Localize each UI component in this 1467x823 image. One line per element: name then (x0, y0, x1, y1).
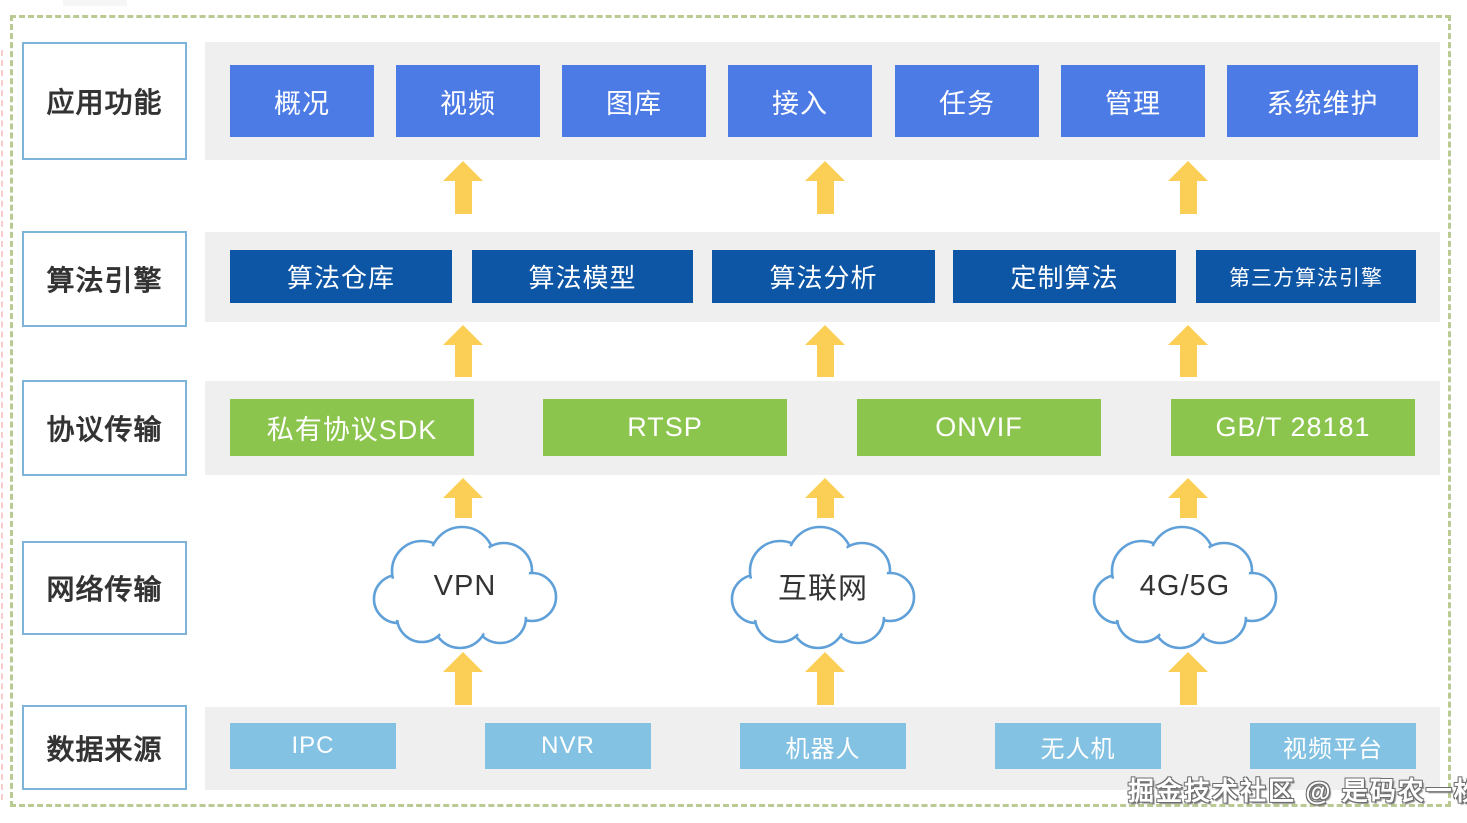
up-arrow-icon (805, 652, 845, 705)
up-arrow-icon (805, 161, 845, 214)
cloud-icon (1092, 525, 1278, 650)
row-label-application: 应用功能 (22, 42, 187, 160)
row-label-algorithm-engine: 算法引擎 (22, 231, 187, 327)
app-item-gallery: 图库 (562, 65, 706, 137)
row-label-data-source: 数据来源 (22, 705, 187, 790)
up-arrow-icon (443, 478, 483, 518)
source-item-drone: 无人机 (995, 723, 1161, 769)
protocol-item-onvif: ONVIF (857, 399, 1101, 456)
protocol-item-sdk: 私有协议SDK (230, 399, 474, 456)
engine-item-third-party: 第三方算法引擎 (1196, 250, 1416, 303)
engine-item-analysis: 算法分析 (712, 250, 935, 303)
app-item-overview: 概况 (230, 65, 374, 137)
cloud-icon (730, 525, 916, 650)
source-item-video-platform: 视频平台 (1250, 723, 1416, 769)
app-item-management: 管理 (1061, 65, 1205, 137)
up-arrow-icon (805, 478, 845, 518)
engine-item-warehouse: 算法仓库 (230, 250, 452, 303)
left-edge-dash-artifact (1, 50, 3, 800)
app-item-video: 视频 (396, 65, 540, 137)
row-label-protocol: 协议传输 (22, 380, 187, 476)
up-arrow-icon (443, 325, 483, 377)
up-arrow-icon (805, 325, 845, 377)
app-item-task: 任务 (895, 65, 1039, 137)
engine-item-custom: 定制算法 (953, 250, 1176, 303)
up-arrow-icon (443, 652, 483, 705)
dashed-outer-border (10, 15, 1451, 807)
cloud-4g5g: 4G/5G (1080, 521, 1290, 651)
row-label-network: 网络传输 (22, 541, 187, 635)
cloud-internet: 互联网 (718, 521, 928, 651)
source-item-robot: 机器人 (740, 723, 906, 769)
up-arrow-icon (1168, 478, 1208, 518)
app-item-system-maintenance: 系统维护 (1227, 65, 1418, 137)
up-arrow-icon (443, 161, 483, 214)
watermark-text: 掘金技术社区 @ 是码农一枚 (1128, 776, 1467, 806)
protocol-item-gbt28181: GB/T 28181 (1171, 399, 1415, 456)
cloud-icon (372, 525, 558, 650)
up-arrow-icon (1168, 161, 1208, 214)
up-arrow-icon (1168, 325, 1208, 377)
cloud-label-vpn: VPN (433, 569, 497, 602)
protocol-item-rtsp: RTSP (543, 399, 787, 456)
cloud-vpn: VPN (360, 521, 570, 651)
cloud-label-4g5g: 4G/5G (1139, 569, 1231, 602)
top-edge-fragment (63, 0, 127, 6)
source-item-ipc: IPC (230, 723, 396, 769)
up-arrow-icon (1168, 652, 1208, 705)
app-item-access: 接入 (728, 65, 872, 137)
engine-item-model: 算法模型 (472, 250, 693, 303)
cloud-label-internet: 互联网 (777, 573, 868, 605)
source-item-nvr: NVR (485, 723, 651, 769)
